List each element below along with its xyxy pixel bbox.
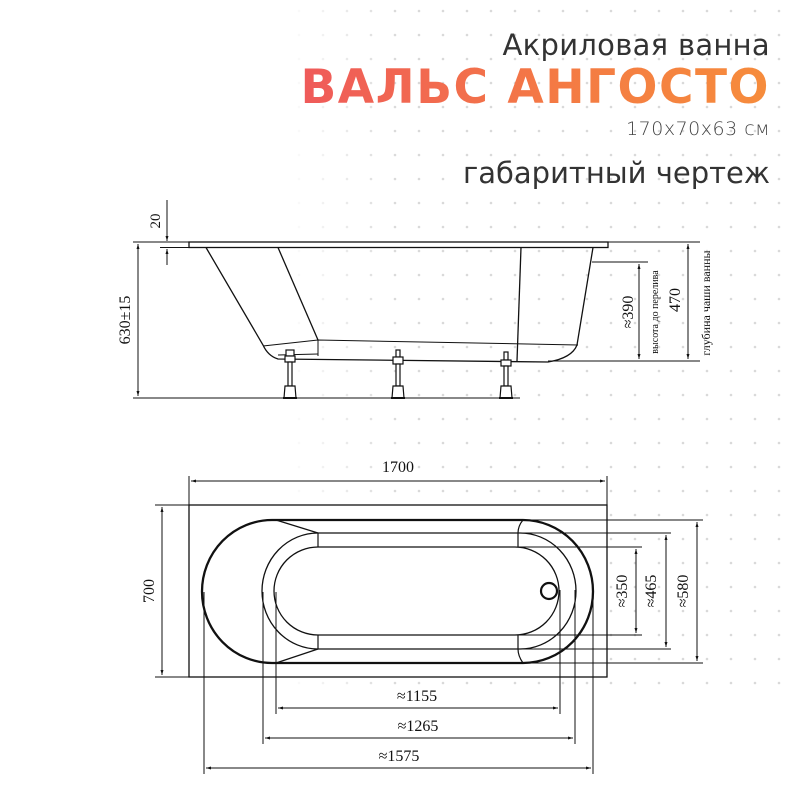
length-label: 1700 [382, 459, 414, 476]
drain-icon [539, 581, 559, 601]
bowl-depth-label: 470 [667, 288, 684, 312]
bath-body-outline [205, 247, 594, 363]
inner-width-465-label: ≈465 [643, 575, 660, 608]
side-view [133, 200, 700, 399]
product-dimensions: 170x70x63 см [626, 118, 770, 140]
inner-length-1575-label: ≈1575 [379, 748, 420, 765]
inner-length-1155-label: ≈1155 [397, 688, 437, 705]
product-subtitle: Акриловая ванна [502, 28, 770, 62]
width-label: 700 [141, 579, 158, 603]
rim-thickness-label: 20 [148, 214, 164, 229]
overflow-caption: высота до перелива [650, 270, 661, 354]
bowl-outer [200, 518, 595, 665]
inner-width-580-label: ≈580 [675, 575, 692, 608]
bath-rim [188, 241, 609, 249]
total-height-label: 630±15 [117, 296, 134, 345]
drawing-type-label: габаритный чертеж [463, 156, 770, 190]
product-title: ВАЛЬС АНГОСТО [300, 60, 770, 115]
bowl-depth-caption: глубина чаши ванны [699, 250, 713, 355]
inner-length-1265-label: ≈1265 [398, 718, 439, 735]
plan-view [155, 476, 703, 774]
inner-width-350-label: ≈350 [614, 575, 631, 608]
overflow-height-label: ≈390 [620, 296, 637, 329]
